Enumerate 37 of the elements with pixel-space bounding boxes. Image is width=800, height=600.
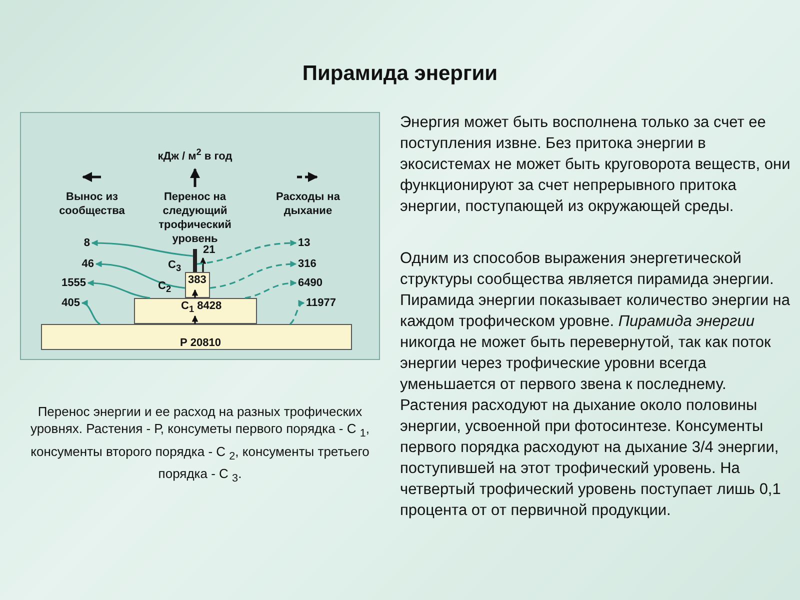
flow-arrow	[81, 300, 100, 325]
flow-value: 11977	[306, 296, 346, 310]
flow-arrow	[95, 261, 186, 289]
flow-arrow	[192, 315, 198, 324]
level-value: Р 20810	[180, 337, 221, 350]
legend-text: Расходы на дыхание	[275, 190, 341, 218]
flow-value: 46	[60, 257, 94, 271]
pyramid-level	[185, 272, 210, 298]
body-paragraph: Энергия может быть восполнена только за счет ее поступления извне. Без притока энергии в экосистемах не может быть круговорота веществ, они функционируют за счет непрерывного притока энергии, поступающей из окружающей среды.	[400, 113, 792, 217]
flow-value: 13	[298, 236, 328, 250]
level-value: 383	[188, 274, 206, 287]
flow-arrow	[289, 301, 305, 325]
flow-value: 316	[298, 257, 328, 271]
flow-arrow	[196, 240, 297, 265]
flow-value: 1555	[40, 276, 86, 290]
level-value: С$_{1}$ 8428	[181, 300, 222, 316]
flow-arrow	[91, 240, 194, 257]
flow-arrow	[244, 280, 297, 299]
flow-value: 6490	[298, 276, 334, 290]
flow-value: 21	[203, 244, 216, 257]
pyramid-level	[41, 324, 352, 350]
flow-arrow	[200, 257, 206, 272]
legend-text: Вынос из сообщества	[58, 190, 126, 218]
unit-label: кДж / м$^{2}$ в год	[156, 146, 234, 164]
flow-value: 8	[60, 236, 90, 250]
slide-title: Пирамида энергии	[301, 62, 499, 86]
legend-text: Перенос на следующий трофический уровень	[158, 190, 232, 245]
flow-value: 405	[40, 296, 80, 310]
flow-arrow	[192, 289, 198, 298]
body-paragraph: Одним из способов выражения энергетической структуры сообщества является пирамида энергии. Пирамида энергии показывает количество энергии на каждом трофическом уровне. Пирамида энергии никогда не может быть перевернутой, так как поток энергии через трофические уровни всегда уменьшается от первого звена к последнему. Растения расходуют на дыхание около половины энергии, усвоенной при фотосинтезе. Консументы первого порядка расходуют на дыхание 3/4 энергии, поступившей на этот трофический уровень. На четвертый трофический уровень поступает лишь 0,1 процента от от первичной продукции.	[400, 249, 791, 521]
flow-arrow	[210, 261, 297, 289]
flow-arrow	[87, 280, 150, 299]
level-label: С$_{2}$	[158, 280, 172, 296]
level-label: С$_{3}$	[168, 259, 182, 276]
level-bar	[193, 249, 197, 272]
figure-caption: Перенос энергии и ее расход на разных трофических уровнях. Растения - Р, консуметы первого порядка - С $_{1}$, консументы второго порядка - С $_{2}$, консументы третьего порядка - С $_{3}$.	[29, 403, 371, 487]
pyramid-level	[134, 298, 257, 324]
